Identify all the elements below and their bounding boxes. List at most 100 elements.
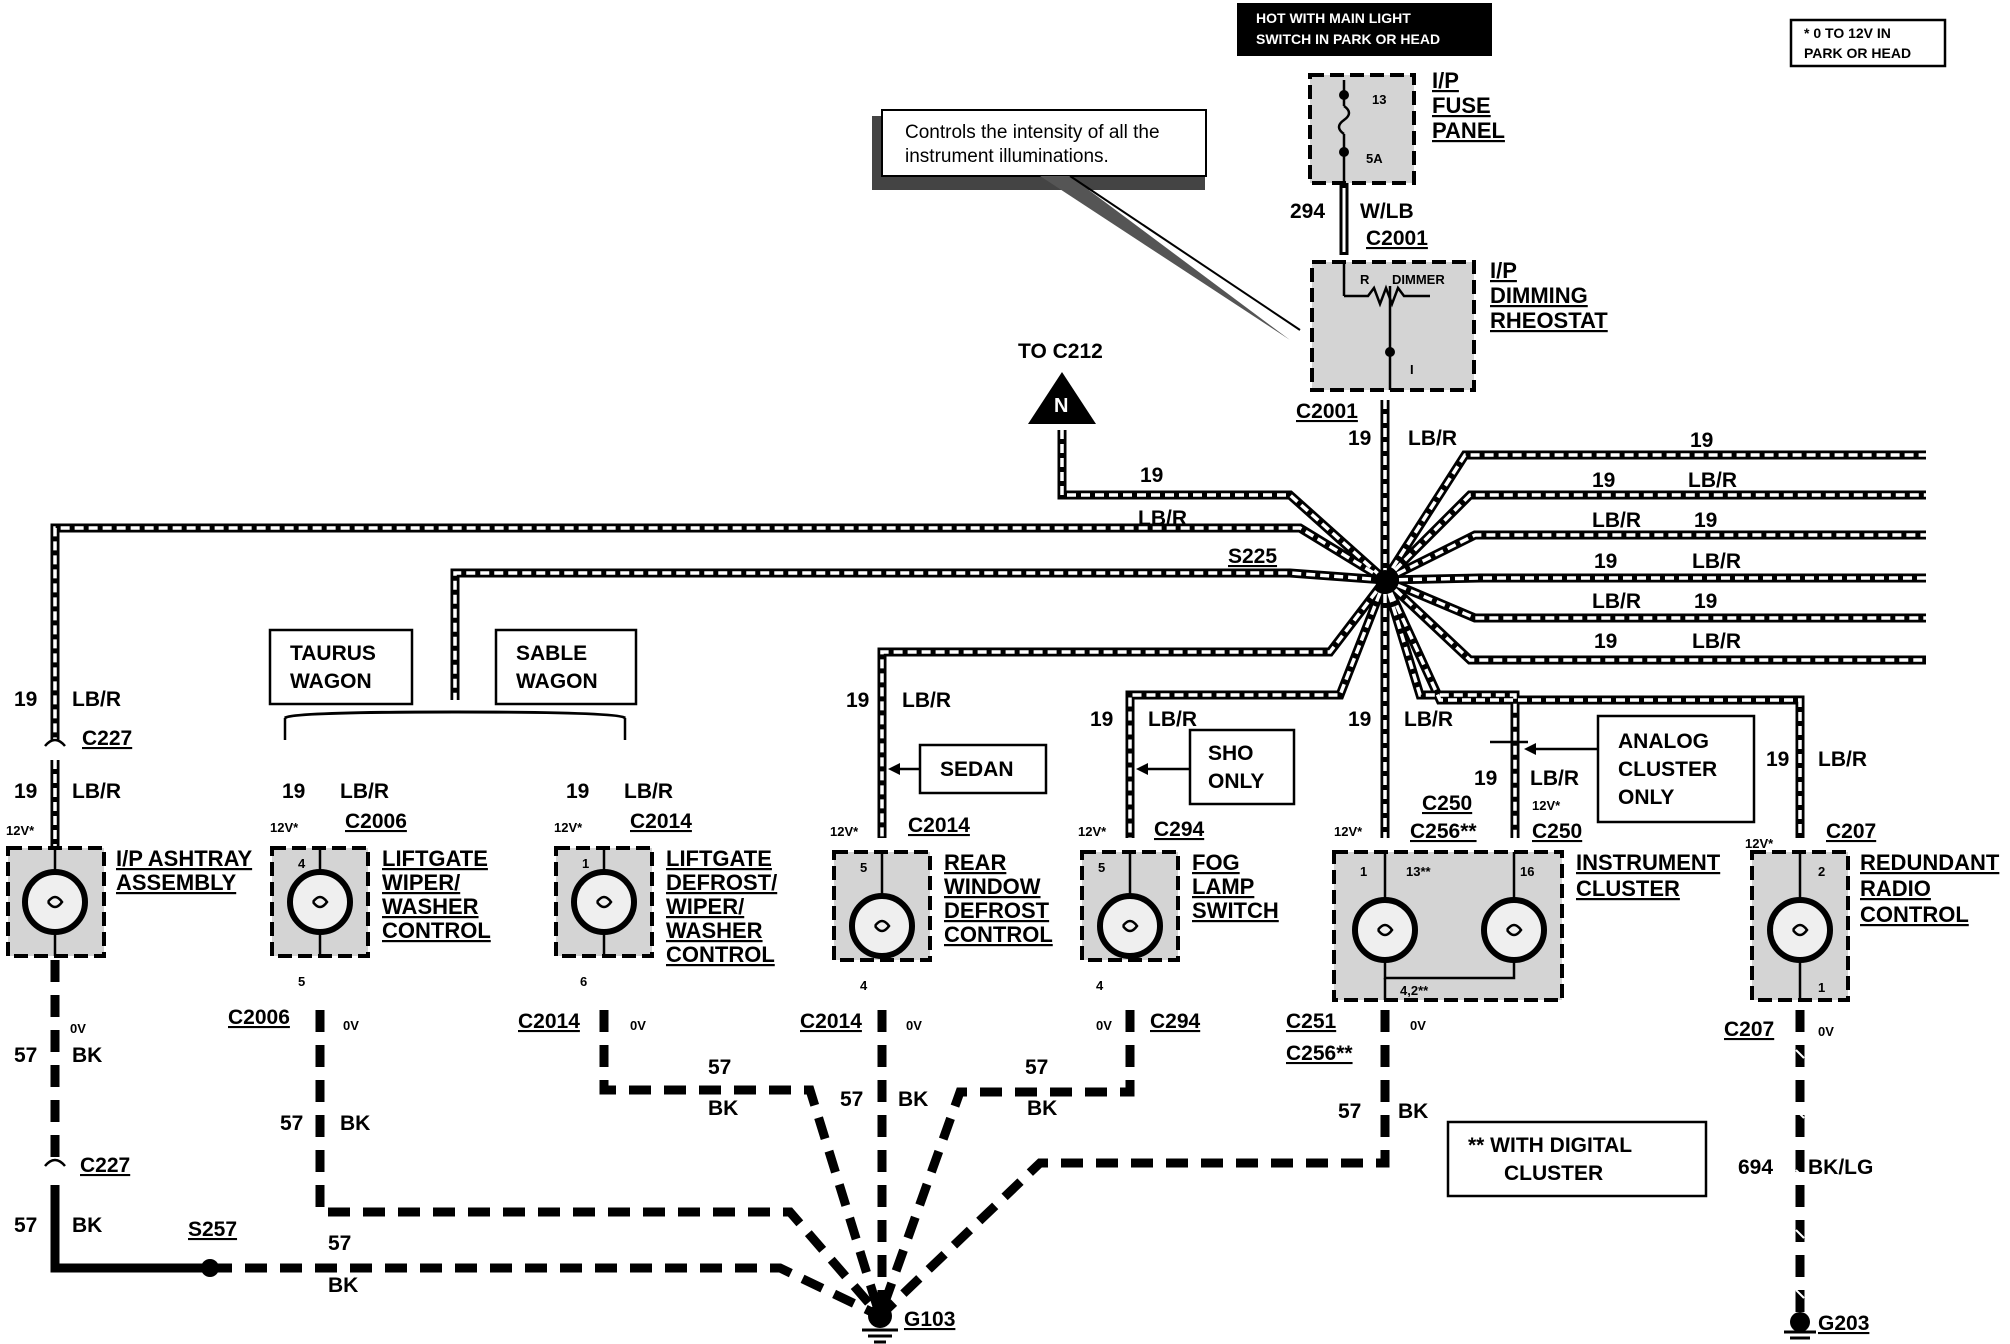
svg-text:16: 16: [1520, 864, 1534, 879]
svg-text:BK: BK: [72, 1044, 102, 1067]
dimmer-callout: Controls the intensity of all the instru…: [872, 109, 1301, 340]
svg-text:I/P: I/P: [1432, 68, 1459, 93]
svg-text:C227: C227: [82, 727, 132, 750]
svg-text:12V*: 12V*: [830, 824, 859, 839]
power-wires: [50, 400, 1926, 848]
svg-text:12V*: 12V*: [1532, 798, 1561, 813]
svg-text:C2014: C2014: [630, 810, 692, 833]
svg-text:BK: BK: [340, 1112, 370, 1135]
svg-text:19: 19: [1348, 427, 1371, 450]
svg-text:FOG: FOG: [1192, 850, 1240, 875]
svg-text:19: 19: [14, 688, 37, 711]
rear-window-defrost-control: 5 4 REAR WINDOW DEFROST CONTROL: [832, 850, 1053, 993]
svg-text:WINDOW: WINDOW: [944, 874, 1041, 899]
svg-text:1: 1: [1818, 980, 1825, 995]
svg-text:C2006: C2006: [345, 810, 407, 833]
right-wire-labels: 19 19 LB/R LB/R 19 19 LB/R LB/R 19 19 LB…: [1592, 429, 1741, 653]
svg-text:DIMMER: DIMMER: [1392, 272, 1445, 287]
svg-text:RHEOSTAT: RHEOSTAT: [1490, 308, 1608, 333]
svg-text:12V*: 12V*: [1745, 836, 1774, 851]
svg-text:LB/R: LB/R: [1408, 427, 1457, 450]
svg-text:SWITCH: SWITCH: [1192, 898, 1279, 923]
svg-text:SHO: SHO: [1208, 742, 1254, 765]
svg-text:C2014: C2014: [518, 1010, 580, 1033]
svg-text:SEDAN: SEDAN: [940, 758, 1014, 781]
ip-fuse-panel: 13 5A I/P FUSE PANEL: [1308, 68, 1505, 185]
svg-text:C294: C294: [1150, 1010, 1201, 1033]
svg-text:BK: BK: [72, 1214, 102, 1237]
svg-text:CONTROL: CONTROL: [382, 918, 491, 943]
svg-text:57: 57: [708, 1056, 731, 1079]
svg-text:C2006: C2006: [228, 1006, 290, 1029]
svg-text:I: I: [1410, 362, 1414, 377]
svg-text:WASHER: WASHER: [666, 918, 763, 943]
svg-text:I/P: I/P: [1490, 258, 1517, 283]
hot-with-main-light-box: HOT WITH MAIN LIGHT SWITCH IN PARK OR HE…: [1237, 3, 1492, 56]
svg-text:694: 694: [1738, 1156, 1773, 1179]
svg-text:C294: C294: [1154, 818, 1205, 841]
sable-wagon-box: SABLE WAGON: [494, 628, 638, 706]
svg-text:1: 1: [582, 856, 589, 871]
svg-text:13: 13: [1372, 92, 1386, 107]
svg-text:5: 5: [860, 860, 867, 875]
svg-text:2: 2: [1818, 864, 1825, 879]
ip-dimming-rheostat: R DIMMER I I/P DIMMING RHEOSTAT: [1310, 258, 1608, 392]
svg-text:DIMMING: DIMMING: [1490, 283, 1588, 308]
analog-cluster-only-box: ANALOG CLUSTER ONLY: [1490, 714, 1756, 824]
svg-text:C256**: C256**: [1286, 1042, 1353, 1065]
svg-text:LB/R: LB/R: [340, 780, 389, 803]
svg-text:4,2**: 4,2**: [1400, 983, 1429, 998]
svg-text:WIPER/: WIPER/: [666, 894, 744, 919]
svg-text:12V*: 12V*: [554, 820, 583, 835]
svg-text:SWITCH IN PARK OR HEAD: SWITCH IN PARK OR HEAD: [1256, 31, 1440, 47]
svg-text:12V*: 12V*: [1078, 824, 1107, 839]
svg-text:C250: C250: [1422, 792, 1472, 815]
fog-lamp-switch: 5 4 FOG LAMP SWITCH: [1080, 850, 1279, 993]
svg-text:CONTROL: CONTROL: [944, 922, 1053, 947]
svg-text:0V: 0V: [70, 1021, 86, 1036]
svg-text:CLUSTER: CLUSTER: [1618, 758, 1717, 781]
svg-text:LB/R: LB/R: [1688, 469, 1737, 492]
svg-text:ANALOG: ANALOG: [1618, 730, 1709, 753]
svg-text:19: 19: [282, 780, 305, 803]
svg-text:DEFROST/: DEFROST/: [666, 870, 777, 895]
svg-text:I/P ASHTRAY: I/P ASHTRAY: [116, 846, 252, 871]
ground-g103: G103: [862, 1304, 955, 1344]
svg-text:CLUSTER: CLUSTER: [1504, 1162, 1603, 1185]
svg-text:19: 19: [1090, 708, 1113, 731]
svg-text:BK: BK: [1027, 1097, 1057, 1120]
taurus-wagon-box: TAURUS WAGON: [268, 628, 414, 706]
c2001-lower-label: C2001: [1296, 400, 1358, 423]
svg-text:0V: 0V: [1096, 1018, 1112, 1033]
svg-text:LB/R: LB/R: [1692, 550, 1741, 573]
svg-text:TAURUS: TAURUS: [290, 642, 376, 665]
svg-text:0V: 0V: [1410, 1018, 1426, 1033]
svg-text:instrument illuminations.: instrument illuminations.: [905, 146, 1109, 167]
svg-text:FUSE: FUSE: [1432, 93, 1491, 118]
svg-text:WASHER: WASHER: [382, 894, 479, 919]
svg-text:REDUNDANT: REDUNDANT: [1860, 850, 2000, 875]
svg-text:ONLY: ONLY: [1618, 786, 1674, 809]
svg-text:LB/R: LB/R: [1148, 708, 1197, 731]
ground-wires: [50, 960, 1805, 1321]
svg-text:TO C212: TO C212: [1018, 340, 1103, 363]
svg-text:R: R: [1360, 272, 1370, 287]
svg-text:57: 57: [14, 1214, 37, 1237]
svg-text:LB/R: LB/R: [902, 689, 951, 712]
svg-text:ASSEMBLY: ASSEMBLY: [116, 870, 237, 895]
svg-text:LB/R: LB/R: [72, 688, 121, 711]
liftgate-wiper-washer-control: 4 5 LIFTGATE WIPER/ WASHER CONTROL: [270, 846, 491, 989]
svg-text:C207: C207: [1826, 820, 1876, 843]
svg-text:BK: BK: [1398, 1100, 1428, 1123]
instrument-cluster: 1 13** 16 4,2** INSTRUMENT CLUSTER: [1332, 850, 1721, 1002]
svg-text:57: 57: [328, 1232, 351, 1255]
svg-text:LB/R: LB/R: [1530, 767, 1579, 790]
svg-text:12V*: 12V*: [270, 820, 299, 835]
svg-text:5A: 5A: [1366, 151, 1383, 166]
svg-text:19: 19: [566, 780, 589, 803]
svg-text:LB/R: LB/R: [1404, 708, 1453, 731]
svg-text:CONTROL: CONTROL: [666, 942, 775, 967]
svg-text:BK: BK: [708, 1097, 738, 1120]
svg-text:PANEL: PANEL: [1432, 118, 1505, 143]
